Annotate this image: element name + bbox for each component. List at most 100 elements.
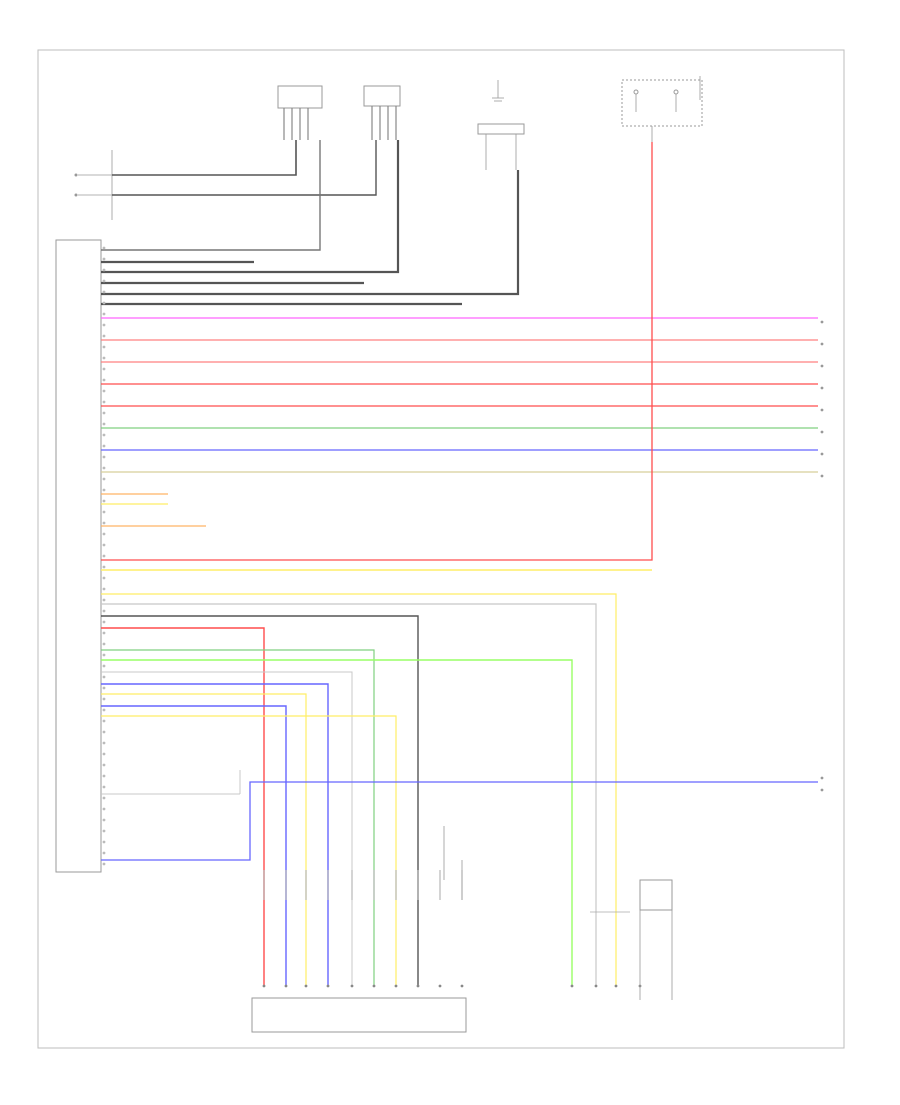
wire-blue-bottom-2 [101, 705, 287, 986]
wire-blue-return [101, 781, 818, 861]
right-edge-pin [820, 386, 824, 390]
module-pin-dot [102, 422, 106, 426]
module-pin-dot [102, 356, 106, 360]
right-edge-pin [820, 320, 824, 324]
module-pin-dot [102, 444, 106, 448]
bottom-pin [372, 984, 376, 988]
module-pin-dot [102, 741, 106, 745]
wires [101, 140, 824, 988]
camera-ground [477, 80, 525, 170]
wire-gray-bottom [101, 671, 353, 986]
right-edge-pin [820, 776, 824, 780]
module-pin-dot [102, 730, 106, 734]
module-pin-dot [102, 279, 106, 283]
bottom-pin [394, 984, 398, 988]
module-pin-dot [102, 554, 106, 558]
module-pin-dot [102, 488, 106, 492]
module-pin-dot [102, 477, 106, 481]
module-pin-dot [102, 576, 106, 580]
module-pin-dot [102, 763, 106, 767]
wire-blue-bottom-1 [101, 683, 329, 986]
module-pin-dot [102, 631, 106, 635]
bottom-pin [304, 984, 308, 988]
module-pin-dot [102, 785, 106, 789]
module-pin-dot [102, 543, 106, 547]
module-pin-dot [102, 851, 106, 855]
bottom-connector-box [251, 997, 467, 1033]
module-pin-dot [102, 334, 106, 338]
module-pin-dot [102, 752, 106, 756]
module-pin-dot [102, 697, 106, 701]
module-pin-dot [102, 598, 106, 602]
module-pin-dot [102, 675, 106, 679]
left-speaker [363, 85, 401, 140]
wire-gray-3 [101, 140, 400, 274]
bottom-pin [350, 984, 354, 988]
right-speaker [277, 85, 323, 140]
module-pin-dot [102, 345, 106, 349]
module-pin-dot [102, 642, 106, 646]
module-pin-dot [102, 774, 106, 778]
module-pin-dot [102, 620, 106, 624]
ext-audio-pin [614, 984, 618, 988]
module-pin-dot [102, 455, 106, 459]
wire-gray-5 [101, 170, 520, 296]
wire-antenna-2 [112, 140, 377, 196]
antenna [74, 150, 113, 220]
module-pin-dot [102, 532, 106, 536]
bottom-pin [262, 984, 266, 988]
module-pin-dot [102, 367, 106, 371]
module-pin-dot [102, 466, 106, 470]
right-edge-pin [820, 408, 824, 412]
ext-audio-pin [594, 984, 598, 988]
right-edge-pin [820, 364, 824, 368]
right-edge-pin [820, 452, 824, 456]
module-pin-dot [102, 400, 106, 404]
bottom-pin [326, 984, 330, 988]
module-pin-dot [102, 323, 106, 327]
wire-fuse-red [101, 142, 653, 561]
module-pin-dot [102, 818, 106, 822]
module-pin-dot [102, 840, 106, 844]
module-pin-dot [102, 862, 106, 866]
module-pin-dot [102, 290, 106, 294]
wire-dark-cam [101, 615, 419, 986]
wire-lightgreen-ext [101, 659, 573, 986]
module-pin-dot [102, 708, 106, 712]
wire-gray-1 [101, 140, 321, 251]
module-pin-dot [102, 609, 106, 613]
module-pin-dot [102, 664, 106, 668]
bottom-pin [284, 984, 288, 988]
module-pin-dot [102, 686, 106, 690]
wire-red-bottom [101, 627, 265, 986]
right-edge-pin [820, 430, 824, 434]
module-pin-dot [102, 411, 106, 415]
wire-yellow-bottom [101, 693, 307, 986]
right-edge-pin [820, 474, 824, 478]
bottom-pin [416, 984, 420, 988]
fuse-panel [621, 76, 703, 142]
module-pin-dot [102, 829, 106, 833]
module-pin-dot [102, 257, 106, 261]
module-pin-dot [102, 510, 106, 514]
module-pin-dot [102, 378, 106, 382]
right-edge-pin [820, 788, 824, 792]
module-pin-dot [102, 499, 106, 503]
module-pin-dot [102, 301, 106, 305]
module-pin-dot [102, 565, 106, 569]
module-pin-dot [102, 796, 106, 800]
module-pin-dot [102, 521, 106, 525]
wire-green-bottom [101, 649, 375, 986]
bottom-pin [438, 984, 442, 988]
wire-gray-ext [101, 603, 597, 986]
wire-yellow-ext [101, 593, 617, 986]
module-pin-dot [102, 246, 106, 250]
module-pin-dot [102, 389, 106, 393]
module-pin-dot [102, 312, 106, 316]
bottom-pin [460, 984, 464, 988]
diagram-frame [37, 49, 845, 1049]
ext-audio-pin [570, 984, 574, 988]
module-pin-dot [102, 587, 106, 591]
